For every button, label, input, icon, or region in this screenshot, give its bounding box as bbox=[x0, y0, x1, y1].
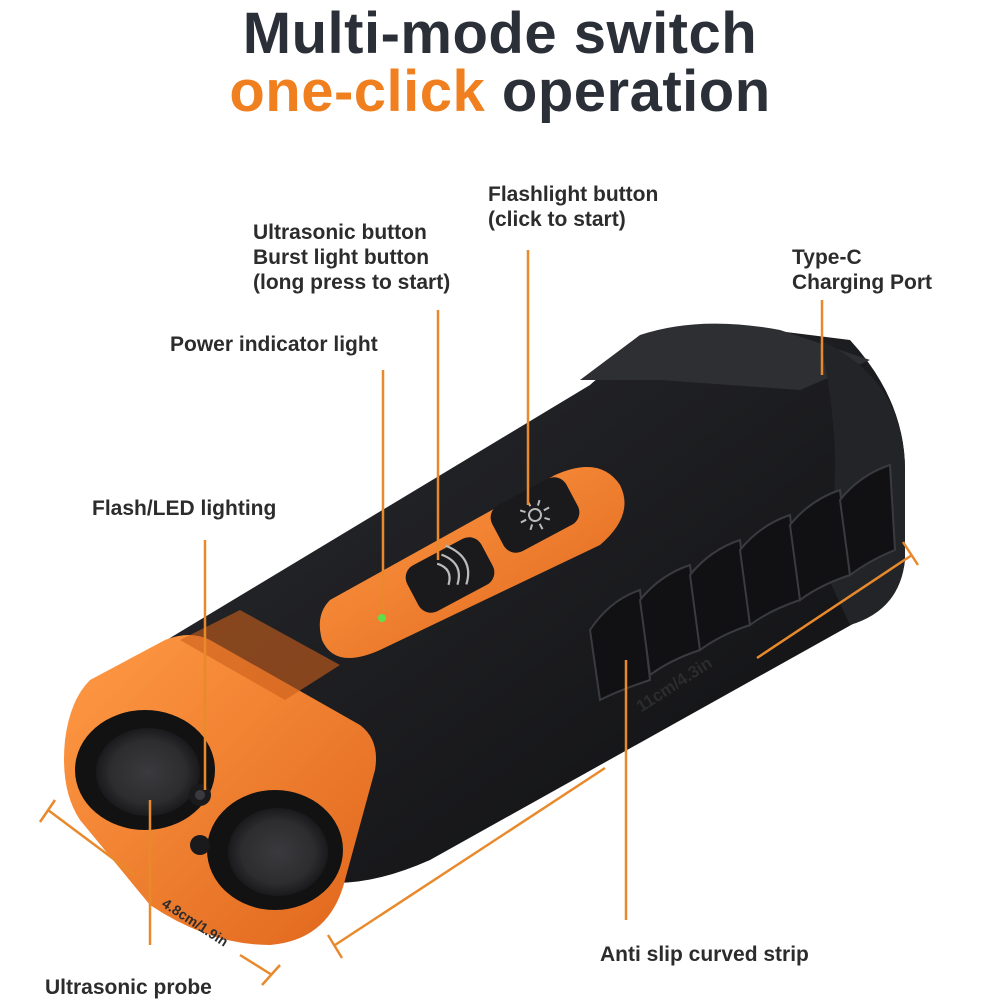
headline-text-1: Multi-mode switch bbox=[242, 1, 758, 66]
front-cap-slot bbox=[180, 610, 340, 700]
callout-ultrasonic-line-3: (long press to start) bbox=[253, 271, 451, 294]
headline-line-2: one-click operation bbox=[0, 60, 1000, 124]
ultrasonic-probe-right bbox=[207, 790, 343, 910]
led-light-2 bbox=[190, 835, 210, 855]
callout-type-c-line-2: Charging Port bbox=[792, 271, 932, 294]
headline-rest: operation bbox=[485, 59, 771, 124]
ultrasonic-probe-left bbox=[75, 710, 215, 830]
headline-accent: one-click bbox=[229, 59, 486, 124]
callout-lines bbox=[38, 250, 920, 986]
power-indicator-dot bbox=[378, 614, 386, 622]
callout-ultrasonic-line-2: Burst light button bbox=[253, 246, 430, 269]
callout-type-c: Type-C Charging Port bbox=[792, 245, 932, 295]
callout-power-indicator: Power indicator light bbox=[170, 333, 378, 356]
callout-flash-led: Flash/LED lighting bbox=[92, 497, 277, 520]
callout-type-c-line-1: Type-C bbox=[792, 246, 862, 269]
callout-flashlight-button: Flashlight button (click to start) bbox=[488, 182, 658, 232]
flashlight-button bbox=[490, 477, 580, 553]
anti-slip-ridges bbox=[588, 463, 897, 702]
callout-ultrasonic-button: Ultrasonic button Burst light button (lo… bbox=[253, 220, 450, 295]
callout-anti-slip: Anti slip curved strip bbox=[600, 943, 809, 966]
callout-flashlight-line-1: Flashlight button bbox=[488, 183, 659, 206]
ultrasonic-button bbox=[405, 537, 495, 613]
callout-flashlight-line-2: (click to start) bbox=[488, 208, 626, 231]
callout-ultrasonic-probe: Ultrasonic probe bbox=[45, 976, 212, 999]
callout-ultrasonic-line-1: Ultrasonic button bbox=[253, 221, 427, 244]
wave-icon bbox=[436, 544, 470, 586]
device-top-ridge bbox=[580, 323, 870, 390]
headline-line-1: Multi-mode switch bbox=[0, 2, 1000, 66]
